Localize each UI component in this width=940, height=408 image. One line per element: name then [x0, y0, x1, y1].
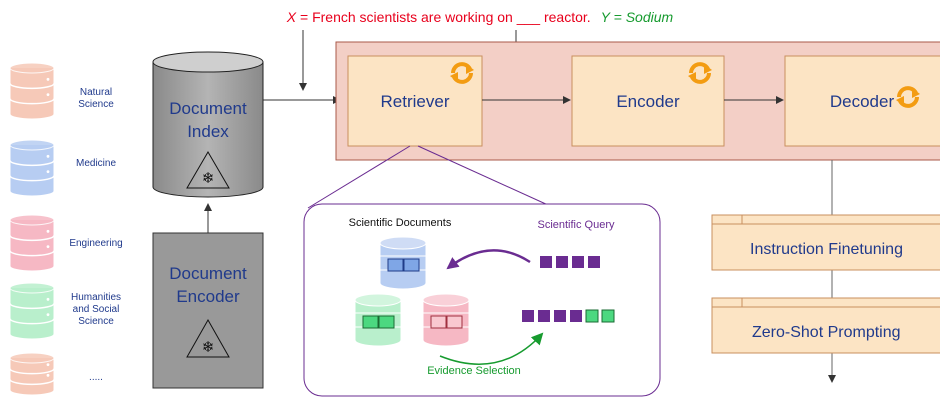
zoom-line-left — [307, 145, 411, 209]
refresh-icon — [688, 62, 712, 84]
domain-label: Medicine — [76, 158, 116, 169]
scientific-query-label: Scientific Query — [537, 219, 615, 231]
green-document-database — [354, 293, 402, 347]
query-text: X = French scientists are working on ___… — [286, 9, 674, 25]
encoder-block: Encoder — [571, 55, 725, 147]
encoder-label: Encoder — [616, 92, 680, 111]
pink-document-database — [422, 293, 470, 347]
query-to-documents-arrow — [446, 249, 531, 270]
domain-database: Medicine — [9, 139, 116, 197]
domain-label: and Social — [73, 304, 120, 315]
query-tokens — [540, 256, 600, 268]
domain-database: Engineering — [9, 214, 123, 272]
decoder-label: Decoder — [830, 92, 895, 111]
domain-label: Science — [78, 99, 114, 110]
domain-database: ..... — [9, 352, 103, 396]
refresh-icon — [450, 62, 474, 84]
document-encoder-label-2: Encoder — [176, 287, 240, 306]
query-x-var: X — [286, 9, 297, 25]
zero-shot-prompting-block: Zero-Shot Prompting — [711, 297, 940, 354]
zero-shot-prompting-label: Zero-Shot Prompting — [752, 324, 901, 341]
domain-label: Natural — [80, 87, 112, 98]
decoder-block: Decoder — [784, 55, 940, 147]
retriever-label: Retriever — [381, 92, 450, 111]
query-x-text: = French scientists are working on ___ r… — [296, 9, 591, 25]
domain-label: Science — [78, 316, 114, 327]
svg-text:❄: ❄ — [202, 170, 215, 187]
document-encoder-label-1: Document — [169, 264, 247, 283]
evidence-selection-arrow — [439, 332, 544, 365]
blue-document-database — [379, 236, 427, 290]
document-index-label-2: Index — [187, 122, 229, 141]
document-index-label-1: Document — [169, 99, 247, 118]
domain-databases: NaturalScienceMedicineEngineeringHumanit… — [9, 62, 123, 396]
instruction-finetuning-block: Instruction Finetuning — [711, 214, 940, 271]
domain-label: Humanities — [71, 292, 121, 303]
retriever-detail-panel: Scientific Documents Scientific Query — [303, 203, 661, 397]
document-index: Document Index ❄ — [152, 51, 264, 198]
query-y-text: = Sodium — [610, 9, 674, 25]
retriever-block: Retriever — [347, 55, 483, 147]
scientific-documents-label: Scientific Documents — [349, 217, 452, 229]
domain-label: ..... — [89, 372, 103, 383]
combined-tokens — [522, 309, 615, 323]
refresh-icon — [896, 86, 920, 108]
document-encoder: Document Encoder ❄ — [152, 232, 264, 389]
evidence-selection-label: Evidence Selection — [427, 365, 521, 377]
svg-text:❄: ❄ — [202, 339, 215, 356]
domain-label: Engineering — [69, 238, 122, 249]
frozen-icon: ❄ — [186, 318, 230, 358]
frozen-icon: ❄ — [186, 151, 230, 189]
query-y-var: Y — [601, 9, 612, 25]
instruction-finetuning-label: Instruction Finetuning — [750, 241, 903, 258]
zoom-line-right — [417, 145, 549, 206]
